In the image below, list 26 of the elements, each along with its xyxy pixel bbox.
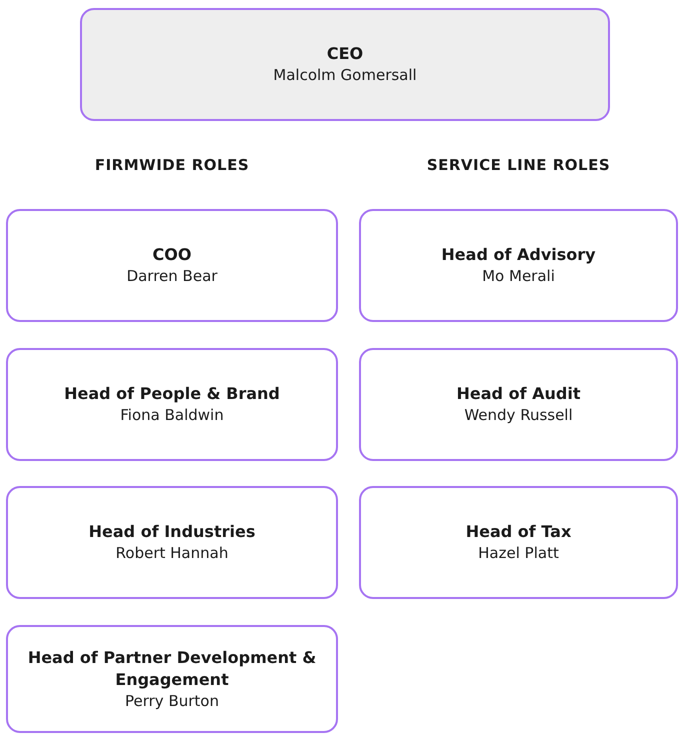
- person-name: Hazel Platt: [478, 543, 559, 564]
- role-title: Head of Partner Development & Engagement: [26, 646, 318, 690]
- person-name: Fiona Baldwin: [120, 405, 224, 426]
- role-title: Head of Tax: [466, 521, 572, 543]
- role-title: Head of Industries: [88, 521, 256, 543]
- role-card: [6, 348, 338, 461]
- role-card: [6, 486, 338, 599]
- role-card: [6, 625, 338, 733]
- role-title: COO: [152, 244, 192, 266]
- role-card: [359, 486, 678, 599]
- role-card: [359, 348, 678, 461]
- column-heading: SERVICE LINE ROLES: [426, 156, 612, 174]
- role-card: [80, 8, 610, 121]
- person-name: Mo Merali: [482, 266, 555, 287]
- person-name: Darren Bear: [126, 266, 218, 287]
- person-name: Perry Burton: [125, 690, 219, 712]
- person-name: Malcolm Gomersall: [273, 65, 417, 86]
- role-title: CEO: [326, 43, 364, 65]
- role-title: Head of People & Brand: [64, 383, 280, 405]
- role-card: [359, 209, 678, 322]
- person-name: Robert Hannah: [116, 543, 228, 564]
- person-name: Wendy Russell: [464, 405, 573, 426]
- role-card: [6, 209, 338, 322]
- column-heading: FIRMWIDE ROLES: [94, 156, 250, 174]
- role-title: Head of Advisory: [441, 244, 596, 266]
- role-title: Head of Audit: [456, 383, 580, 405]
